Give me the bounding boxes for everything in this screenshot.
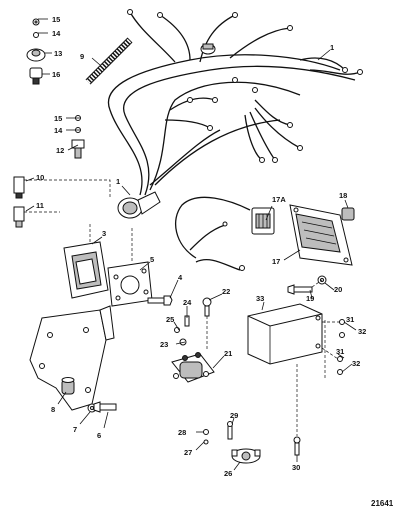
callout-5: 5 xyxy=(150,255,154,264)
callout-15-mid: 15 xyxy=(54,114,62,123)
part-17-ignition-module xyxy=(289,204,353,266)
callout-8: 8 xyxy=(51,405,55,414)
callout-17a: 17A xyxy=(272,195,286,204)
convoluted-loom xyxy=(85,37,133,85)
callout-4: 4 xyxy=(178,273,183,282)
part-17a-connector xyxy=(251,207,275,235)
callout-1-mid: 1 xyxy=(116,177,120,186)
callout-13: 13 xyxy=(54,49,62,58)
callout-leaders xyxy=(25,18,357,471)
callout-21: 21 xyxy=(224,349,232,358)
part-29-bolt xyxy=(227,421,233,440)
callout-24: 24 xyxy=(183,298,192,307)
callout-11: 11 xyxy=(36,201,44,210)
callout-9: 9 xyxy=(80,52,84,61)
callout-17: 17 xyxy=(272,257,280,266)
rubber-grommet xyxy=(200,43,216,55)
part-17a-harness xyxy=(174,196,251,271)
part-14-nut-top xyxy=(33,32,39,38)
callout-3: 3 xyxy=(102,229,106,238)
callout-14-mid: 14 xyxy=(54,126,63,135)
callout-26: 26 xyxy=(224,469,232,478)
part-11-sender-body xyxy=(13,206,25,228)
mounting-bracket xyxy=(29,305,115,411)
callout-30: 30 xyxy=(292,463,300,472)
callout-29: 29 xyxy=(230,411,238,420)
part-6-bolt xyxy=(93,401,117,413)
callout-23: 23 xyxy=(160,340,168,349)
part-10-oil-pressure-switch xyxy=(13,176,25,199)
callout-1-top: 1 xyxy=(330,43,334,52)
part-4-bolt xyxy=(147,295,173,306)
callout-16: 16 xyxy=(52,70,60,79)
part-31-screw-bottom xyxy=(337,356,343,362)
callout-10: 10 xyxy=(36,173,44,182)
callout-7: 7 xyxy=(73,425,77,434)
callout-27: 27 xyxy=(184,448,192,457)
part-31-screw-top xyxy=(339,319,345,325)
callout-28: 28 xyxy=(178,428,186,437)
callout-18: 19 xyxy=(306,294,314,303)
callout-12: 12 xyxy=(56,146,64,155)
callout-labels: 15 14 13 16 9 1 15 14 12 1 10 11 3 5 4 8… xyxy=(36,15,394,508)
callout-25: 25 xyxy=(166,315,174,324)
part-30-bolt xyxy=(293,436,301,456)
ring-terminals xyxy=(127,9,363,163)
wiring-harness xyxy=(107,9,363,219)
part-21-solenoid xyxy=(171,352,215,383)
callout-33: 33 xyxy=(256,294,264,303)
part-5-mounting-plate xyxy=(107,261,153,307)
callout-19: 20 xyxy=(334,285,342,294)
callout-14-top: 14 xyxy=(52,29,61,38)
part-32-nut-bottom xyxy=(337,369,343,375)
part-12-temperature-sender xyxy=(71,139,85,159)
callout-22: 22 xyxy=(222,287,230,296)
part-23-washer xyxy=(179,338,187,346)
harness-plug-connector xyxy=(117,191,161,219)
part-28-washer xyxy=(203,429,209,435)
reference-number: 21641 xyxy=(371,499,394,508)
callout-20: 18 xyxy=(339,191,347,200)
part-27-nut xyxy=(203,439,209,445)
part-8-spacer xyxy=(61,377,75,395)
part-33-control-module xyxy=(247,303,323,365)
part-20-spacer xyxy=(341,207,355,221)
callout-32-top: 32 xyxy=(358,327,366,336)
part-18-screw xyxy=(287,284,313,295)
callout-31-bot: 31 xyxy=(336,347,344,356)
part-22-screw xyxy=(202,297,212,317)
part-15-washer-top xyxy=(32,18,40,26)
part-13-sender-cap xyxy=(26,48,46,62)
part-32-nut-top xyxy=(339,332,345,338)
callout-15-top: 15 xyxy=(52,15,60,24)
part-16-sender xyxy=(29,67,43,85)
callout-31-top: 31 xyxy=(346,315,354,324)
callout-32-bot: 32 xyxy=(352,359,360,368)
part-3-boot xyxy=(63,241,109,299)
callout-6: 6 xyxy=(97,431,101,440)
part-26-terminal-block xyxy=(231,448,261,464)
